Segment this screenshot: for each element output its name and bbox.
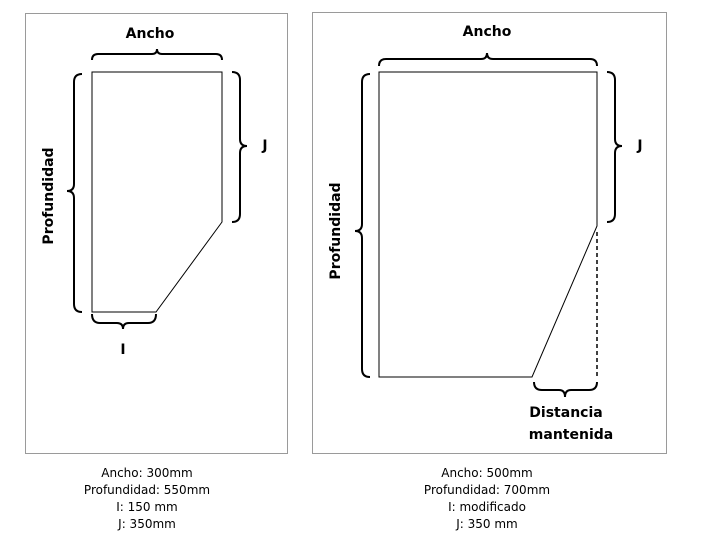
left-width-bracket — [91, 48, 223, 61]
left-depth-label: Profundidad — [41, 147, 57, 244]
left-j-bracket — [231, 71, 248, 223]
right-depth-label: Profundidad — [328, 182, 344, 279]
left-caption-width: Ancho: 300mm — [101, 466, 193, 480]
left-caption-j: J: 350mm — [118, 517, 176, 531]
left-width-label: Ancho — [126, 26, 175, 42]
right-kept-distance-bracket — [533, 381, 598, 398]
right-countertop-shape — [378, 71, 598, 378]
left-countertop-shape — [91, 71, 223, 313]
right-width-label: Ancho — [463, 24, 512, 40]
right-caption-width: Ancho: 500mm — [441, 466, 533, 480]
right-kept-distance-label-line1: Distancia — [529, 405, 602, 421]
right-caption: Ancho: 500mm Profundidad: 700mm I: modif… — [357, 465, 617, 533]
right-caption-j: J: 350 mm — [456, 517, 518, 531]
left-panel: Ancho Profundidad J I — [25, 13, 288, 454]
right-depth-bracket — [354, 73, 371, 378]
left-caption: Ancho: 300mm Profundidad: 550mm I: 150 m… — [17, 465, 277, 533]
right-panel: Ancho Profundidad J Distancia mantenida — [312, 12, 667, 454]
right-width-bracket — [378, 52, 598, 67]
right-caption-i: I: modificado — [448, 500, 526, 514]
left-caption-i: I: 150 mm — [116, 500, 178, 514]
left-caption-depth: Profundidad: 550mm — [83, 483, 211, 497]
left-panel-frame — [25, 13, 288, 454]
right-j-bracket — [606, 71, 623, 223]
left-depth-bracket — [66, 73, 83, 313]
right-caption-depth: Profundidad: 700mm — [423, 483, 551, 497]
right-kept-distance-label-line2: mantenida — [529, 427, 613, 443]
left-i-label: I — [120, 342, 125, 358]
left-j-label: J — [261, 138, 267, 154]
left-i-bracket — [91, 313, 157, 330]
right-j-label: J — [636, 138, 642, 154]
right-panel-frame — [312, 12, 667, 454]
